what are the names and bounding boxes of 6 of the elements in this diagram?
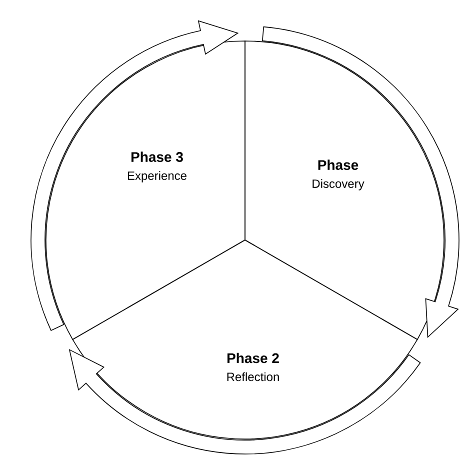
curved-arrow [69, 349, 421, 454]
curved-arrow [30, 20, 238, 331]
sector: Phase 2 Reflection [72, 240, 418, 440]
sector: Phase Discovery [244, 40, 444, 340]
curved-arrow [262, 26, 460, 338]
sector: Phase 3 Experience [46, 40, 246, 340]
